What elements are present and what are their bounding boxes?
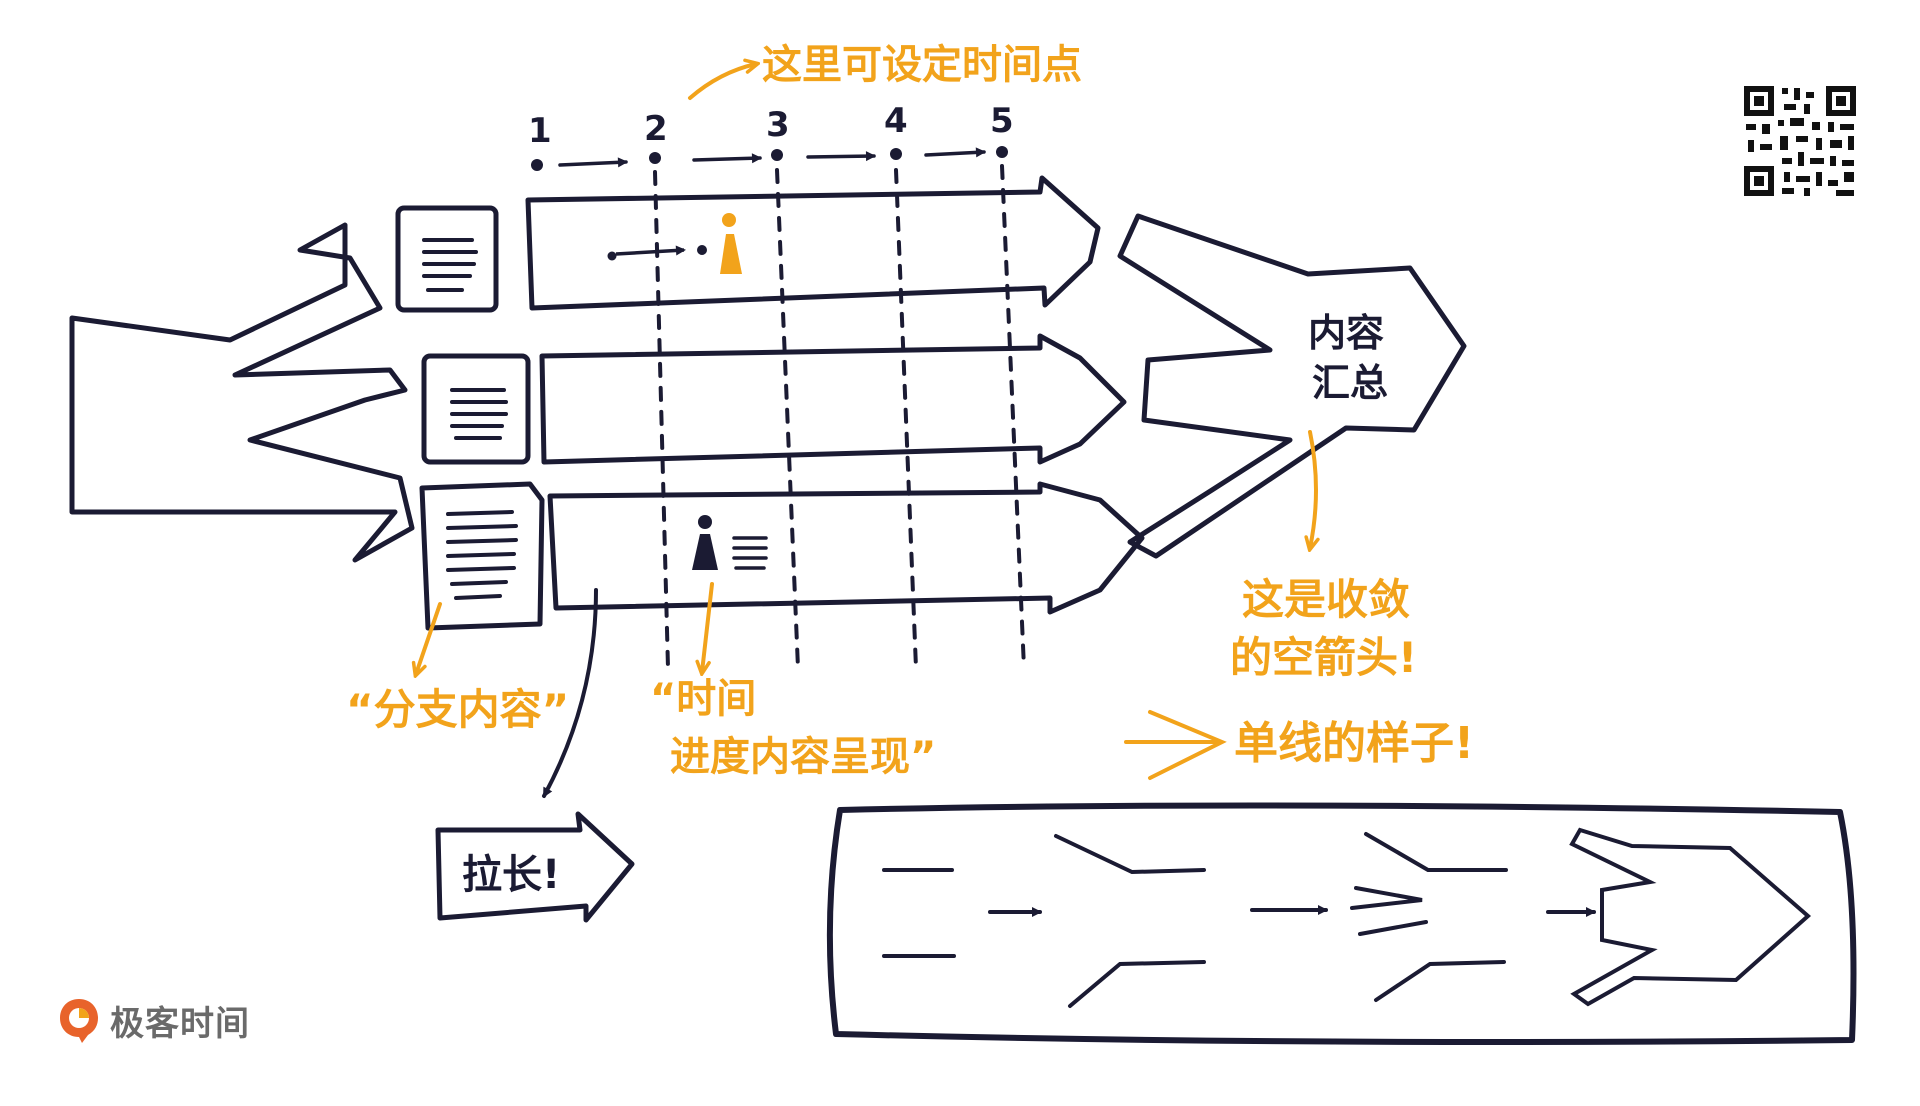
timeline-label-5: 5 [990,101,1014,141]
time-note-line1: “时间 [650,676,756,722]
timeline-dot-4 [890,148,902,160]
timeline-dot-2 [649,152,661,164]
set-time-points-arrow [688,64,756,100]
split-content-note-arrow [416,602,442,674]
branch-arrow-bottom [547,481,1145,615]
converge-note-arrow [1310,430,1316,548]
document-icon-middle [421,353,531,465]
timeline-label-1: 1 [528,111,552,151]
brand-name: 极客时间 [110,1004,250,1044]
timeline: 1 2 3 4 5 [528,101,1026,670]
stretch-arrow-pointer [542,588,598,798]
convergence-arrow [1117,213,1467,559]
branch-arrow-top [525,175,1101,311]
timeline-arrow-4-5 [924,147,986,158]
person-icon-ink [692,515,718,570]
timeline-label-4: 4 [884,101,908,141]
set-time-points-label: 这里可设定时间点 [762,42,1082,88]
single-line-note-label: 单线的样子! [1234,718,1474,769]
split-content-note-label: “分支内容” [346,685,569,734]
branch-arrow-middle [539,333,1127,465]
timeline-label-2: 2 [644,109,668,149]
timeline-arrow-3-4 [806,151,876,162]
timeline-dot-3 [771,149,783,161]
person-icon-orange [720,213,742,274]
converge-note-line2: 的空箭头! [1230,633,1417,682]
timeline-dot-5 [996,146,1008,158]
converge-note-line1: 这是收敛 [1242,575,1410,624]
timeline-dot-1 [531,159,543,171]
timeline-guide-4 [894,168,918,670]
single-line-note-arrow [1124,710,1227,780]
single-line-flow [882,827,1812,1008]
timeline-arrow-1-2 [558,157,628,168]
timeline-label-3: 3 [766,105,790,145]
progress-marker-top [607,245,707,261]
document-icon-bottom [419,481,545,631]
source-fanout-arrow [69,222,415,563]
timeline-guide-3 [775,168,800,670]
single-line-container [826,802,1857,1045]
small-document-lines-icon [732,536,768,570]
document-icon-top [395,205,499,313]
timeline-guide-2 [653,170,670,670]
qr-code-icon [1744,86,1856,196]
timeline-guide-5 [1000,164,1026,670]
content-summary-label-1: 内容 [1308,311,1384,355]
content-summary-label-2: 汇总 [1312,361,1388,405]
time-note-arrow [702,582,714,672]
geek-time-logo-icon [60,998,98,1043]
brand-logo: 极客时间 [58,996,250,1045]
timeline-arrow-2-3 [692,153,762,164]
stretch-box-arrow [435,811,635,923]
time-note-line2: 进度内容呈现” [670,734,936,780]
stretch-label: 拉长! [462,852,560,898]
